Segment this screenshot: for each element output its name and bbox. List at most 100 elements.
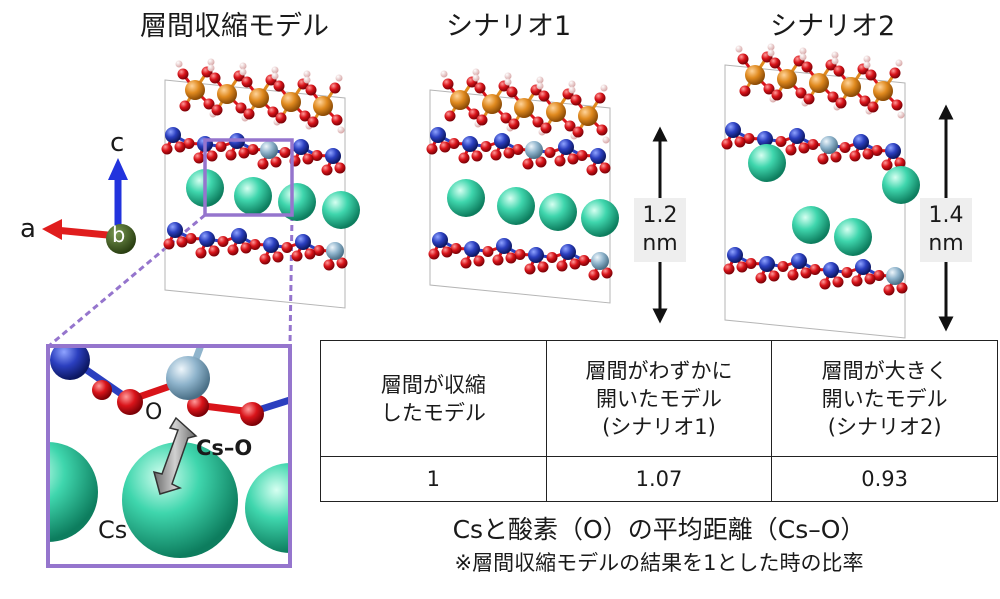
oxygen-atom xyxy=(196,248,207,259)
oxygen-atom xyxy=(836,98,847,109)
table-value-contracted: 1 xyxy=(321,457,547,502)
hydrogen-atom xyxy=(208,59,215,66)
iron-atom xyxy=(217,84,237,104)
oxygen-atom xyxy=(756,273,767,284)
oxygen-atom xyxy=(555,156,566,167)
scenario2-structure xyxy=(722,44,921,339)
axis-a-label: a xyxy=(20,214,36,244)
oxygen-atom xyxy=(509,119,520,130)
oxygen-atom xyxy=(868,102,879,113)
cesium-atom xyxy=(748,144,786,182)
caption-main: Csと酸素（O）の平均距離（Cs–O） xyxy=(320,510,998,546)
hydrogen-atom xyxy=(336,75,343,82)
axis-c-arrow-icon xyxy=(108,158,128,180)
oxygen-atom xyxy=(802,62,813,73)
oxygen-atom xyxy=(504,148,515,159)
hydrogen-atom xyxy=(272,67,279,74)
iron-atom xyxy=(809,73,829,93)
hydrogen-atom xyxy=(768,44,775,51)
oxygen-atom xyxy=(483,246,494,257)
oxygen-atom xyxy=(890,68,901,79)
oxygen-atom xyxy=(547,252,558,263)
iron-atom xyxy=(873,81,893,101)
iron-atom xyxy=(450,90,470,110)
axis-c-label: c xyxy=(110,128,124,158)
iron-atom xyxy=(841,77,861,97)
oxygen-atom xyxy=(852,276,863,287)
oxygen-atom xyxy=(240,402,264,426)
aluminum-atom xyxy=(525,141,543,159)
oxygen-atom xyxy=(474,256,485,267)
table-header-row: 層間が収縮 したモデル 層間がわずかに 開いたモデル (シナリオ1) 層間が大き… xyxy=(321,341,998,457)
hydrogen-atom xyxy=(736,46,743,53)
oxygen-atom xyxy=(506,253,517,264)
oxygen-atom xyxy=(260,254,271,265)
aluminum-atom xyxy=(886,267,904,285)
axis-b-label: b xyxy=(112,223,125,247)
hydrogen-atom xyxy=(338,127,345,134)
inset-oxygen-label: O xyxy=(145,400,162,425)
oxygen-atom xyxy=(740,86,751,97)
oxygen-atom xyxy=(280,147,291,158)
distance-ratio-table: 層間が収縮 したモデル 層間がわずかに 開いたモデル (シナリオ1) 層間が大き… xyxy=(320,340,998,502)
oxygen-atom xyxy=(571,95,582,106)
oxygen-atom xyxy=(866,70,877,81)
oxygen-atom xyxy=(541,123,552,134)
oxygen-atom xyxy=(595,93,606,104)
hydrogen-atom xyxy=(304,71,311,78)
silicon-atom xyxy=(464,241,480,257)
oxygen-atom xyxy=(274,81,285,92)
oxygen-atom xyxy=(722,139,733,150)
silicon-atom xyxy=(823,262,839,278)
hydrogen-atom xyxy=(800,48,807,55)
silicon-atom xyxy=(528,247,544,263)
oxygen-atom xyxy=(440,142,451,153)
oxygen-atom xyxy=(735,137,746,148)
oxygen-atom xyxy=(539,91,550,102)
spacing-value-scenario2: 1.4 xyxy=(920,202,972,230)
scenario1-structure xyxy=(427,69,620,304)
oxygen-atom xyxy=(600,163,611,174)
oxygen-atom xyxy=(778,261,789,272)
oxygen-atom xyxy=(194,153,205,164)
oxygen-atom xyxy=(538,262,549,273)
oxygen-atom xyxy=(865,274,876,285)
oxygen-atom xyxy=(557,261,568,272)
silicon-atom xyxy=(590,148,606,164)
oxygen-atom xyxy=(308,117,319,128)
hydrogen-atom xyxy=(832,58,839,65)
hydrogen-atom xyxy=(208,65,215,72)
oxygen-atom xyxy=(545,147,556,158)
oxygen-atom xyxy=(570,259,581,270)
oxygen-atom xyxy=(92,380,112,400)
silicon-atom xyxy=(167,222,183,238)
oxygen-atom xyxy=(303,154,314,165)
oxygen-atom xyxy=(324,260,335,271)
zoom-connector-right xyxy=(290,215,292,345)
iron-atom xyxy=(482,94,502,114)
oxygen-atom xyxy=(282,242,293,253)
silicon-atom xyxy=(853,134,869,150)
aluminum-atom xyxy=(260,141,278,159)
oxygen-atom xyxy=(840,142,851,153)
hydrogen-atom xyxy=(603,137,610,144)
oxygen-atom xyxy=(442,247,453,258)
oxygen-atom xyxy=(429,249,440,260)
hydrogen-atom xyxy=(304,77,311,84)
aluminum-atom xyxy=(820,136,838,154)
cesium-atom xyxy=(497,187,535,225)
oxygen-atom xyxy=(776,136,787,147)
oxygen-atom xyxy=(882,160,893,171)
spacing-value-scenario1: 1.2 xyxy=(634,202,686,230)
oxygen-atom xyxy=(525,264,536,275)
oxygen-atom xyxy=(481,141,492,152)
cesium-atom xyxy=(447,179,485,217)
hydrogen-atom xyxy=(537,83,544,90)
hydrogen-atom xyxy=(800,54,807,61)
oxygen-atom xyxy=(258,159,269,170)
silicon-atom xyxy=(885,143,901,159)
cesium-atom xyxy=(792,206,830,244)
iron-atom xyxy=(281,92,301,112)
oxygen-atom xyxy=(218,236,229,247)
silicon-atom xyxy=(494,133,510,149)
